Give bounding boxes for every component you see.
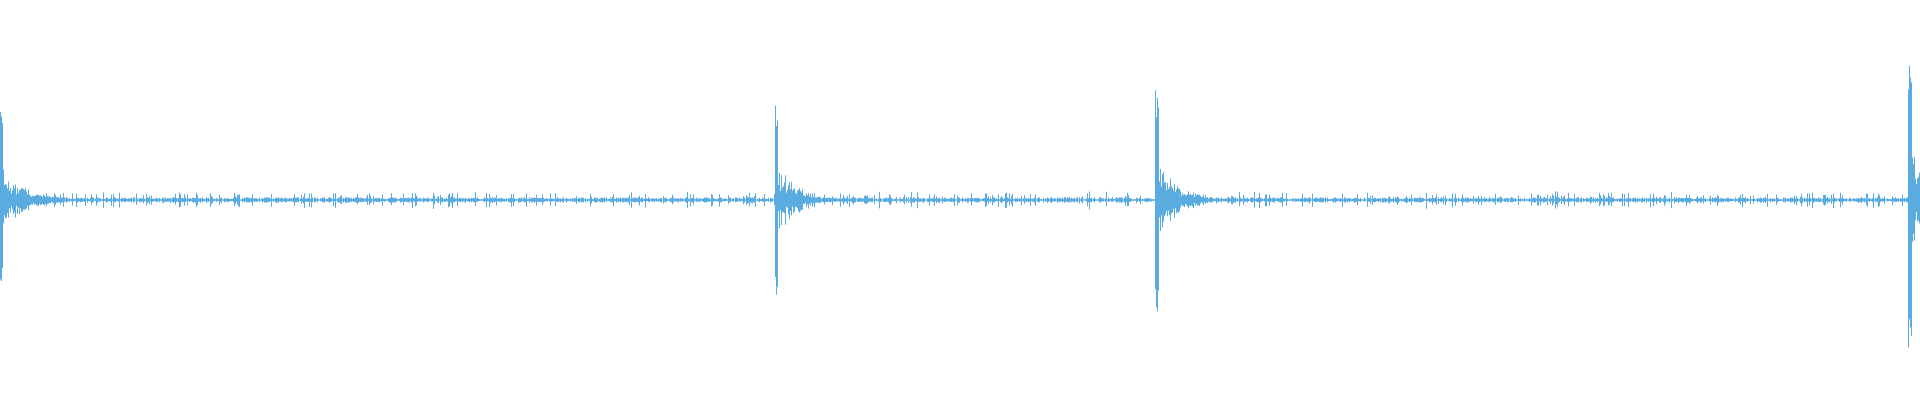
waveform-samples [0, 65, 1920, 348]
waveform-path [0, 65, 1920, 348]
